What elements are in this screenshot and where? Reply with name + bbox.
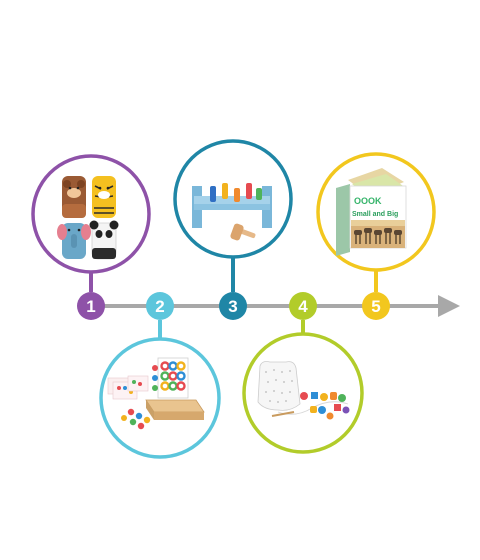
step-2-number: 2 xyxy=(155,297,164,316)
pattern-puzzle-board-image xyxy=(107,357,205,430)
book-brand-text: OOOK xyxy=(354,196,382,206)
step-1-circle xyxy=(31,154,151,274)
animal-blocks-image xyxy=(57,176,119,260)
step-4-badge: 4 xyxy=(289,292,317,320)
step-5-number: 5 xyxy=(371,297,380,316)
step-3-number: 3 xyxy=(228,297,237,316)
picture-book-image: OOOK Small and Big xyxy=(336,168,407,256)
timeline-arrowhead xyxy=(438,295,460,317)
step-4-number: 4 xyxy=(298,297,308,316)
step-1-badge: 1 xyxy=(77,292,105,320)
step-2-badge: 2 xyxy=(146,292,174,320)
pound-a-peg-image xyxy=(192,183,272,241)
step-3-badge: 3 xyxy=(219,292,247,320)
book-title-text: Small and Big xyxy=(352,211,398,218)
lacing-beads-image xyxy=(257,361,350,420)
step-1-number: 1 xyxy=(86,297,95,316)
step-5-badge: 5 xyxy=(362,292,390,320)
